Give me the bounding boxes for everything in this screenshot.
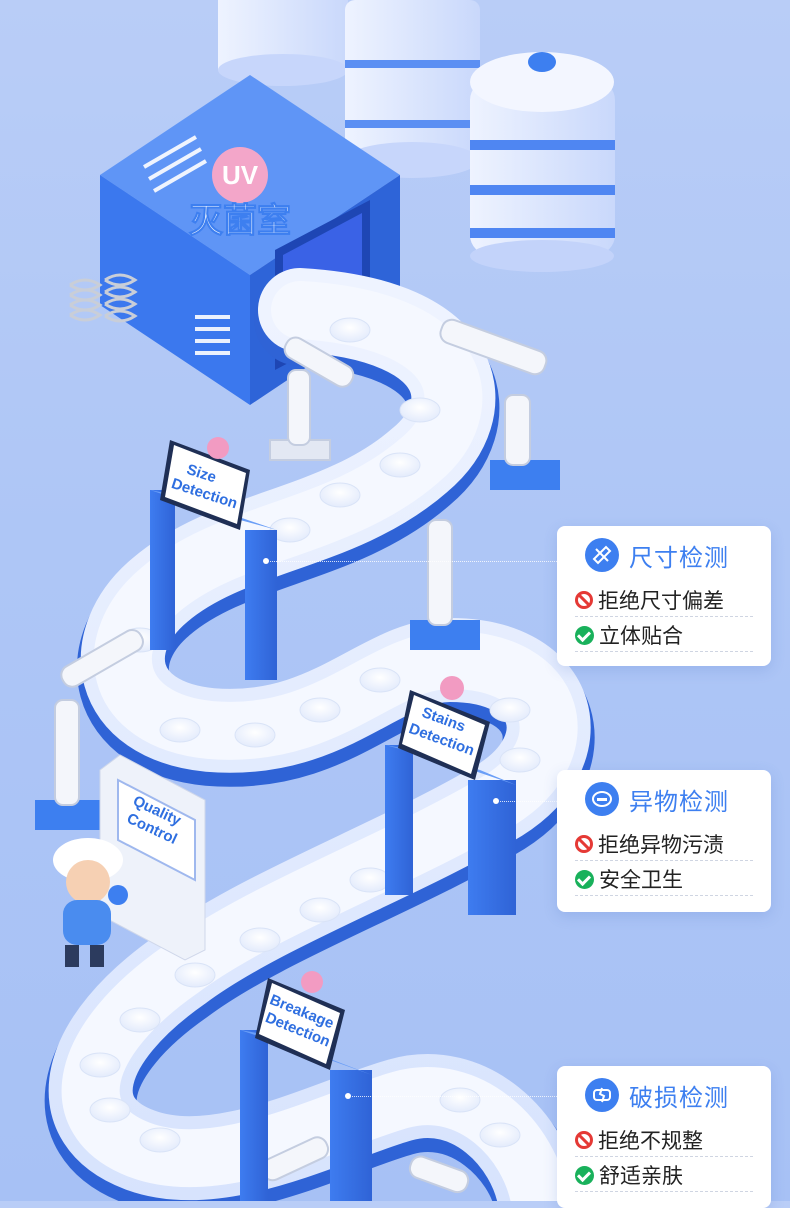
leader-line-stains (500, 801, 557, 802)
card-header: 破损检测 (585, 1078, 729, 1112)
springs-icon (69, 273, 138, 323)
accept-row: 安全卫生 (575, 863, 753, 896)
reject-icon (575, 591, 593, 609)
broken-pad-icon (585, 1078, 619, 1112)
accept-row: 舒适亲肤 (575, 1159, 753, 1192)
foreign-object-icon (585, 782, 619, 816)
card-header: 异物检测 (585, 782, 729, 816)
reject-row: 拒绝尺寸偏差 (575, 584, 753, 617)
reject-text: 拒绝异物污渍 (598, 833, 724, 857)
card-title: 尺寸检测 (629, 543, 729, 572)
accept-text: 立体贴合 (599, 624, 683, 648)
size-detection-gate: Size Detection (150, 437, 277, 680)
leader-dot-size (263, 558, 269, 564)
stains-detection-gate: Stains Detection (385, 676, 516, 915)
size-detection-card: 尺寸检测 拒绝尺寸偏差 立体贴合 (557, 526, 771, 666)
leader-line-size (270, 561, 557, 562)
quality-control-terminal: Quality Control (99, 754, 206, 961)
leader-dot-breakage (345, 1093, 351, 1099)
uv-label: UV (222, 160, 259, 190)
robot-arms (35, 318, 560, 1194)
stains-detection-card: 异物检测 拒绝异物污渍 安全卫生 (557, 770, 771, 912)
check-icon (575, 625, 594, 645)
leader-dot-stains (493, 798, 499, 804)
ruler-pencil-icon (585, 538, 619, 572)
worker-figure (53, 838, 123, 967)
card-header: 尺寸检测 (585, 538, 729, 572)
reject-row: 拒绝异物污渍 (575, 828, 753, 861)
reject-text: 拒绝尺寸偏差 (598, 589, 724, 613)
reject-row: 拒绝不规整 (575, 1124, 753, 1157)
accept-row: 立体贴合 (575, 619, 753, 652)
storage-tanks (218, 0, 615, 272)
sterilization-room-label: 灭菌室 (189, 201, 291, 240)
card-title: 破损检测 (629, 1083, 729, 1112)
accept-text: 舒适亲肤 (599, 1164, 683, 1188)
accept-text: 安全卫生 (599, 868, 683, 892)
check-icon (575, 869, 594, 889)
reject-text: 拒绝不规整 (598, 1129, 703, 1153)
breakage-detection-gate: Breakage Detection (240, 971, 372, 1201)
breakage-detection-card: 破损检测 拒绝不规整 舒适亲肤 (557, 1066, 771, 1208)
card-title: 异物检测 (629, 787, 729, 816)
reject-icon (575, 835, 593, 853)
leader-line-breakage (352, 1096, 557, 1097)
check-icon (575, 1165, 594, 1185)
reject-icon (575, 1131, 593, 1149)
